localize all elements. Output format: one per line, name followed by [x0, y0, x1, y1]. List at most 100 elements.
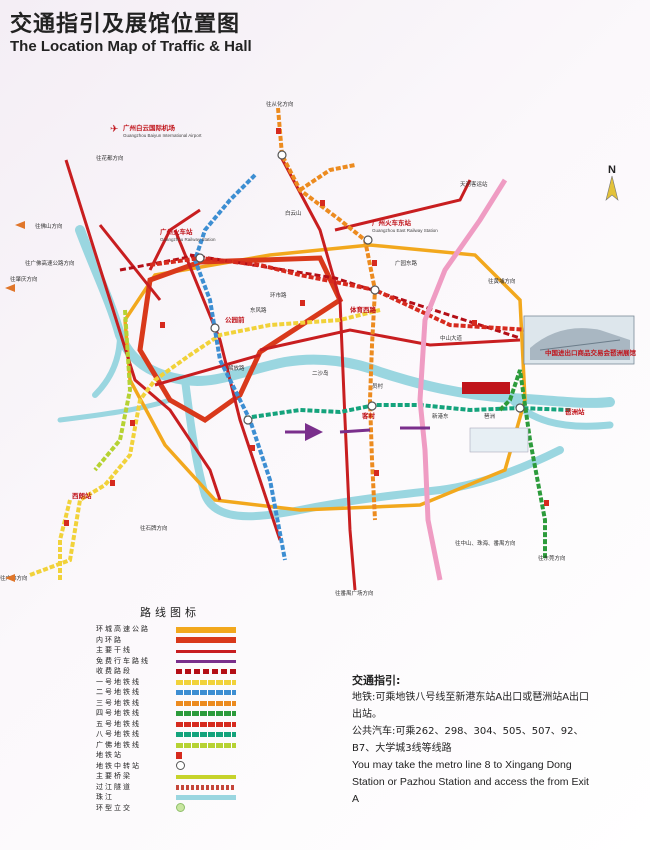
legend-item: 三号地铁线: [96, 698, 244, 709]
label-shipai: 往石牌方向: [140, 524, 168, 532]
legend-symbol-dashed-line: [176, 742, 236, 748]
legend-item: 一号地铁线: [96, 677, 244, 688]
label-panyu: 往中山、珠海、番禺方向: [455, 539, 516, 547]
legend-item-label: 内环路: [96, 635, 123, 644]
legend-item: 八号地铁线: [96, 729, 244, 740]
label-guangzhou-station-en: Guangzhou Railway Station: [160, 237, 216, 242]
label-zhaoqing: 往肇庆方向: [10, 275, 38, 283]
label-ersha: 二沙岛: [312, 369, 329, 377]
transfer-station-3: [363, 235, 373, 245]
legend-item: 主要干线: [96, 645, 244, 656]
legend-item-label: 主要干线: [96, 646, 132, 655]
metro-station-3: [372, 260, 377, 266]
label-east-station-en: Guangzhou East Railway Station: [372, 228, 438, 233]
legend-title: 路线图标: [140, 606, 200, 619]
metro-line-3: [276, 107, 378, 521]
legend-item: 二号地铁线: [96, 687, 244, 698]
transfer-station-1: [277, 150, 287, 160]
compass: N: [605, 164, 619, 201]
free-route: [285, 423, 430, 441]
label-jiaomen: 往广佛高速公路方向: [25, 259, 75, 267]
metro-station-1: [276, 128, 281, 134]
label-conghua: 往从化方向: [266, 100, 294, 108]
legend-item-label: 五号地铁线: [96, 719, 141, 728]
legend-item-label: 一号地铁线: [96, 677, 141, 686]
label-guangzhou-station-cn: 广州火车站: [160, 227, 193, 236]
legend-item: 地铁中转站: [96, 761, 244, 772]
metro-station-10: [374, 470, 379, 476]
metro-station-4: [160, 322, 165, 328]
legend-item: 珠江: [96, 792, 244, 803]
legend-symbol-station: [176, 751, 182, 759]
legend-item-label: 过江隧道: [96, 782, 132, 791]
legend-rows: 环城高速公路内环路主要干线免费行车路线收费路段一号地铁线二号地铁线三号地铁线四号…: [96, 624, 244, 813]
legend-item: 环型立交: [96, 803, 244, 814]
legend-item-label: 珠江: [96, 793, 114, 802]
legend-item-label: 免费行车路线: [96, 656, 150, 665]
compass-label: N: [608, 164, 616, 176]
transfer-station-7: [367, 401, 377, 411]
transfer-stations: [195, 150, 525, 425]
metro-line-8: [244, 403, 571, 420]
label-tiyu: 体育西路: [350, 305, 377, 314]
legend-item: 地铁站: [96, 750, 244, 761]
legend-symbol-circle: [176, 803, 185, 813]
legend-symbol-river: [176, 795, 236, 801]
guide-bus: 公共汽车:可乘262、298、304、505、507、92、B7、大学城3线等线…: [352, 726, 584, 754]
legend-item-label: 环型立交: [96, 803, 132, 812]
metro-station-6: [130, 420, 135, 426]
legend-item-label: 地铁中转站: [96, 761, 141, 770]
label-pazhou: 琶洲: [484, 413, 496, 420]
legend-item: 四号地铁线: [96, 708, 244, 719]
legend-item-label: 环城高速公路: [96, 625, 150, 634]
traffic-guide: 交通指引: 地铁:可乘地铁八号线至新港东站A出口或琶洲站A出口出站。 公共汽车:…: [352, 672, 592, 808]
transfer-station-2: [195, 253, 205, 263]
metro-line-4: [498, 369, 547, 560]
transfer-station-8: [515, 403, 525, 413]
legend-symbol-transfer: [176, 761, 185, 771]
trunk-roads: [64, 154, 521, 591]
legend-item-label: 广佛地铁线: [96, 740, 141, 749]
label-guangyuan: 广园东路: [395, 259, 418, 267]
transfer-station-6: [243, 415, 253, 425]
legend-symbol-dashed-line: [176, 700, 236, 706]
guide-english: You may take the metro line 8 to Xingang…: [352, 759, 589, 805]
label-jiefang: 解放路: [228, 364, 245, 372]
label-tianhe-coach: 天河客运站: [460, 180, 488, 188]
legend-item: 广佛地铁线: [96, 740, 244, 751]
label-baiyunshan: 白云山: [285, 209, 302, 217]
legend-symbol-tunnel: [176, 784, 236, 790]
inner-ring: [137, 255, 344, 423]
metro-stations: [64, 128, 549, 526]
airport-icon: ✈: [110, 124, 118, 135]
legend-item-label: 地铁站: [96, 751, 123, 760]
metro-station-11: [544, 500, 549, 506]
direction-arrows: [5, 221, 25, 582]
title-chinese: 交通指引及展馆位置图: [10, 12, 241, 37]
legend: 路线图标 环城高速公路内环路主要干线免费行车路线收费路段一号地铁线二号地铁线三号…: [96, 604, 244, 813]
legend-item-label: 四号地铁线: [96, 709, 141, 718]
legend-symbol-dash: [176, 669, 236, 675]
label-airport-cn: 广州白云国际机场: [123, 123, 176, 132]
legend-item-label: 主要桥梁: [96, 772, 132, 781]
label-huangpu: 往黄埔方向: [488, 277, 516, 285]
legend-symbol-thin: [176, 649, 236, 653]
legend-item-label: 八号地铁线: [96, 730, 141, 739]
legend-symbol-dashed-line: [176, 721, 236, 727]
legend-item: 环城高速公路: [96, 624, 244, 635]
legend-symbol-dashed-line: [176, 711, 236, 717]
metro-line-1: [29, 308, 381, 580]
metro-station-5: [300, 300, 305, 306]
place-labels: 广州白云国际机场 Guangzhou Baiyun International …: [0, 100, 637, 597]
legend-symbol-solid: [176, 637, 236, 644]
label-xilang: 西朗站: [72, 491, 92, 500]
label-kecun: 客村: [361, 411, 376, 420]
ring-highway: [123, 243, 527, 512]
legend-item: 内环路: [96, 635, 244, 646]
legend-symbol-dashed-line: [176, 690, 236, 696]
legend-symbol-bridge: [176, 775, 236, 780]
legend-item-label: 二号地铁线: [96, 688, 141, 697]
legend-symbol-dashed-line: [176, 732, 236, 738]
metro-station-7: [250, 445, 255, 451]
